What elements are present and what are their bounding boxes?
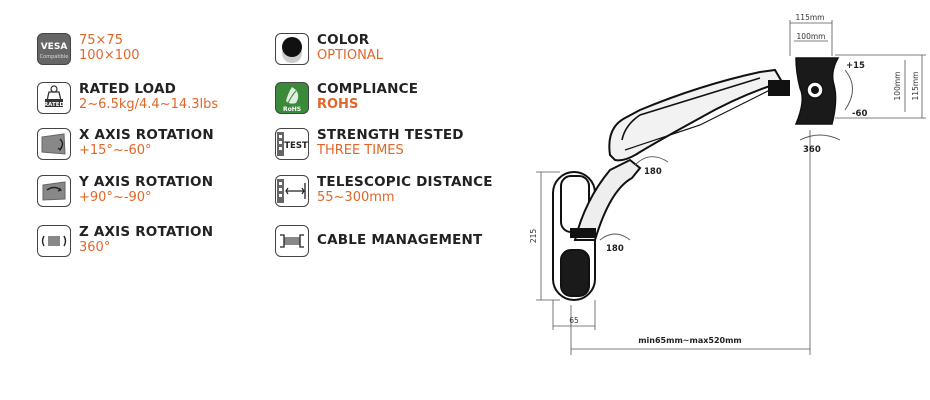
reach-dim: min65mm~max520mm [638,336,742,345]
telescopic-value: 55~300mm [317,190,395,205]
tilt-up: +15 [846,61,865,71]
compliance-label: COMPLIANCE [317,81,419,97]
rated-load-value: 2~6.5kg/4.4~14.3lbs [79,97,219,112]
test-icon-text: TEST [284,141,308,151]
tilt-down: -60 [852,109,867,119]
color-swatch-icon [275,33,309,65]
vesa-icon-text: VESA [41,42,68,52]
x-axis-value: +15°~-60° [79,143,152,158]
feature-rated-load: RATED RATED LOAD 2~6.5kg/4.4~14.3lbs [37,82,218,114]
rated-icon-text: RATED [44,102,65,108]
test-icon: TEST [275,128,309,160]
z-axis-value: 360° [79,240,111,255]
feature-vesa: VESA Compatible 75×75 100×100 [37,33,140,65]
telescopic-icon [275,175,309,207]
vesa-value-2: 100×100 [79,48,140,63]
y-axis-label: Y AXIS ROTATION [79,174,214,190]
z-axis-rotation-icon [37,225,71,257]
compliance-value: ROHS [317,97,359,112]
height-dim: 215 [529,229,538,244]
rated-load-label: RATED LOAD [79,81,177,97]
dim-100-top: 100mm [797,32,826,41]
cable-management-icon [275,225,309,257]
x-axis-rotation-icon [37,128,71,160]
x-axis-label: X AXIS ROTATION [79,127,214,143]
telescopic-label: TELESCOPIC DISTANCE [317,174,493,190]
cable-label: CABLE MANAGEMENT [317,232,483,248]
z-axis-label: Z AXIS ROTATION [79,224,214,240]
feature-y-axis: Y AXIS ROTATION +90°~-90° [37,175,213,207]
dim-115-top: 115mm [796,13,825,22]
vesa-value-1: 75×75 [79,33,123,48]
joint-upper: 180 [644,167,662,177]
rohs-icon-text: RoHS [283,106,301,113]
strength-label: STRENGTH TESTED [317,127,464,143]
color-label: COLOR [317,32,370,48]
feature-strength: TEST STRENGTH TESTED THREE TIMES [275,128,464,160]
feature-z-axis: Z AXIS ROTATION 360° [37,225,213,257]
vesa-icon-subtext: Compatible [40,54,69,60]
base-width-dim: 65 [569,316,579,325]
rohs-icon: RoHS [275,82,309,114]
strength-value: THREE TIMES [317,143,404,158]
swivel: 360 [803,145,821,155]
joint-lower: 180 [606,244,624,254]
lower-arm [573,158,642,241]
rated-load-icon: RATED [37,82,71,114]
vesa-icon: VESA Compatible [37,33,71,65]
feature-x-axis: X AXIS ROTATION +15°~-60° [37,128,214,160]
feature-color: COLOR OPTIONAL [275,33,383,65]
feature-compliance: RoHS COMPLIANCE ROHS [275,82,418,114]
feature-telescopic: TELESCOPIC DISTANCE 55~300mm [275,175,493,207]
dim-100-side: 100mm [893,72,902,101]
y-axis-value: +90°~-90° [79,190,152,205]
dim-115-side: 115mm [911,72,920,101]
color-value: OPTIONAL [317,48,383,63]
y-axis-rotation-icon [37,175,71,207]
upper-arm [608,68,784,162]
feature-cable: CABLE MANAGEMENT [275,225,482,257]
